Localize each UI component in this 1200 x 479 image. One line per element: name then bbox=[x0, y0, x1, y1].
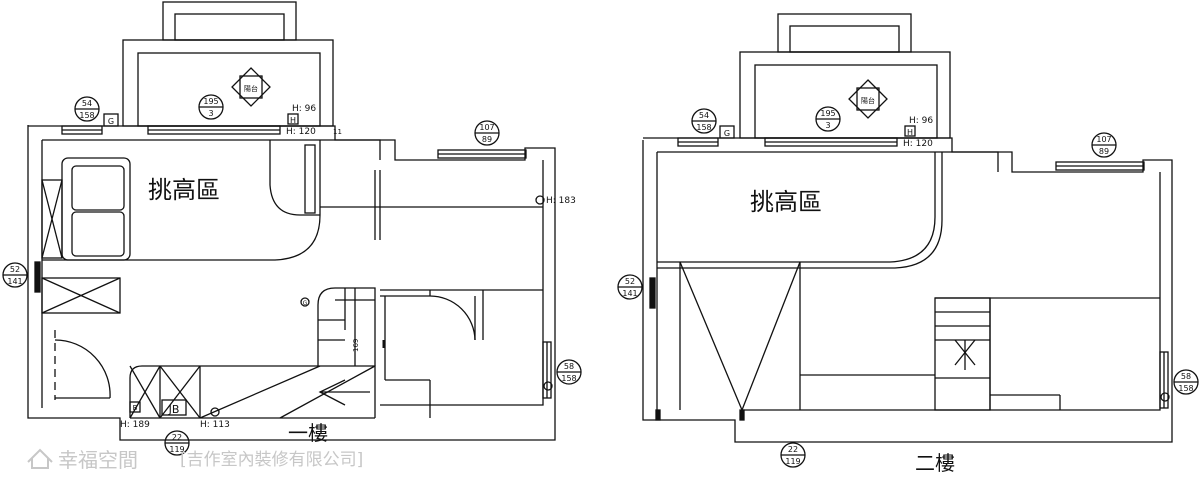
top-windows bbox=[677, 137, 1145, 171]
watermark: 幸福空間 [吉作室內裝修有限公司] bbox=[27, 448, 363, 472]
door-left bbox=[54, 330, 111, 400]
svg-text:H: 96: H: 96 bbox=[292, 104, 316, 114]
storage-left bbox=[41, 179, 121, 314]
height-labels: H: 96 H: 120 bbox=[903, 116, 933, 149]
area-label: 挑高區 bbox=[750, 188, 822, 216]
svg-text:195: 195 bbox=[820, 109, 835, 118]
balcony-diamond-icon bbox=[848, 79, 888, 119]
mezzanine-edge-inner bbox=[657, 152, 943, 269]
watermark-studio: [吉作室內裝修有限公司] bbox=[180, 450, 363, 470]
height-labels: H: 96 H: 120 H: 183 H: 189 H: 113 bbox=[120, 104, 576, 430]
svg-text:G: G bbox=[303, 300, 308, 307]
svg-text:58: 58 bbox=[564, 362, 574, 371]
svg-text:89: 89 bbox=[482, 135, 492, 144]
balcony-label: 陽台 bbox=[861, 96, 875, 105]
symbol-labels: H G bbox=[724, 128, 913, 138]
svg-text:H: 120: H: 120 bbox=[286, 127, 316, 137]
outer-wall bbox=[27, 125, 556, 441]
svg-text:52: 52 bbox=[10, 265, 20, 274]
svg-text:22: 22 bbox=[788, 445, 798, 454]
svg-text:H: 120: H: 120 bbox=[903, 139, 933, 149]
plan-first-floor bbox=[2, 1, 582, 456]
svg-text:3: 3 bbox=[208, 109, 213, 118]
balcony-inner-top bbox=[789, 25, 900, 53]
svg-text:58: 58 bbox=[1181, 372, 1191, 381]
wall-segment bbox=[34, 261, 41, 293]
b-box bbox=[129, 401, 141, 413]
balcony-outer-top bbox=[162, 1, 297, 41]
plan-second-floor bbox=[617, 13, 1199, 468]
gas-icon bbox=[300, 297, 310, 307]
svg-text:158: 158 bbox=[561, 374, 576, 383]
svg-text:107: 107 bbox=[479, 123, 494, 132]
house-logo-icon bbox=[27, 448, 53, 469]
window-tag-labels: 54 158 195 3 107 89 52 141 58 158 22 119 bbox=[622, 109, 1193, 466]
svg-text:54: 54 bbox=[699, 111, 709, 120]
svg-text:141: 141 bbox=[622, 289, 637, 298]
sofa bbox=[61, 157, 131, 261]
svg-text:141: 141 bbox=[7, 277, 22, 286]
inner-wall bbox=[656, 151, 1161, 411]
svg-text:54: 54 bbox=[82, 99, 92, 108]
switch-icon bbox=[1160, 392, 1170, 402]
svg-text:169: 169 bbox=[352, 339, 360, 352]
svg-text:195: 195 bbox=[203, 97, 218, 106]
svg-text:G: G bbox=[724, 129, 730, 138]
balcony-outer-top bbox=[777, 13, 912, 53]
svg-text:JB: JB bbox=[168, 403, 180, 416]
svg-text:119: 119 bbox=[169, 445, 184, 454]
svg-text:89: 89 bbox=[1099, 147, 1109, 156]
svg-text:H: 96: H: 96 bbox=[909, 116, 933, 126]
bathroom bbox=[380, 289, 543, 418]
stairs-second bbox=[934, 297, 1061, 411]
plan-title: 二樓 bbox=[915, 451, 955, 475]
svg-text:22: 22 bbox=[172, 433, 182, 442]
g-box bbox=[719, 125, 735, 139]
svg-text:H: H bbox=[907, 128, 913, 137]
svg-text:11: 11 bbox=[333, 128, 342, 136]
stairs-first bbox=[317, 287, 376, 406]
plan-title: 一樓 bbox=[288, 421, 328, 445]
svg-text:B: B bbox=[133, 404, 138, 412]
symbol-labels: H G G JB B 11 169 bbox=[108, 116, 360, 416]
outer-wall bbox=[642, 137, 1173, 443]
void-area bbox=[679, 261, 935, 411]
jb-box bbox=[161, 399, 187, 416]
g-box bbox=[103, 113, 119, 127]
outlet-icon bbox=[210, 407, 220, 417]
column bbox=[304, 144, 316, 214]
inner-wall bbox=[41, 139, 544, 408]
top-windows bbox=[61, 125, 527, 159]
svg-text:H: 183: H: 183 bbox=[546, 196, 576, 206]
svg-text:G: G bbox=[108, 117, 114, 126]
svg-text:158: 158 bbox=[79, 111, 94, 120]
outlet-icon bbox=[535, 195, 545, 205]
mezzanine-inner bbox=[269, 140, 320, 216]
h-box bbox=[904, 125, 916, 137]
mezzanine-edge bbox=[42, 140, 321, 261]
svg-text:107: 107 bbox=[1096, 135, 1111, 144]
window-tags bbox=[2, 94, 582, 456]
window-tag-labels: 54 158 195 3 107 89 52 141 58 158 22 119 bbox=[7, 97, 576, 454]
wall-segment bbox=[649, 277, 656, 309]
area-label: 挑高區 bbox=[148, 176, 220, 204]
svg-text:3: 3 bbox=[825, 121, 830, 130]
svg-text:119: 119 bbox=[785, 457, 800, 466]
svg-text:158: 158 bbox=[696, 123, 711, 132]
svg-text:52: 52 bbox=[625, 277, 635, 286]
watermark-brand: 幸福空間 bbox=[58, 448, 138, 472]
h-box bbox=[287, 113, 299, 125]
svg-text:H: 113: H: 113 bbox=[200, 420, 230, 430]
svg-text:H: 189: H: 189 bbox=[120, 420, 150, 430]
window-tags bbox=[617, 106, 1199, 468]
svg-text:H: H bbox=[290, 116, 296, 125]
balcony-label: 陽台 bbox=[244, 84, 258, 93]
balcony-diamond-icon bbox=[231, 67, 271, 107]
balcony-inner-top bbox=[174, 13, 285, 41]
svg-text:158: 158 bbox=[1178, 384, 1193, 393]
mezzanine-edge bbox=[657, 152, 936, 263]
switch-icon bbox=[543, 381, 553, 391]
